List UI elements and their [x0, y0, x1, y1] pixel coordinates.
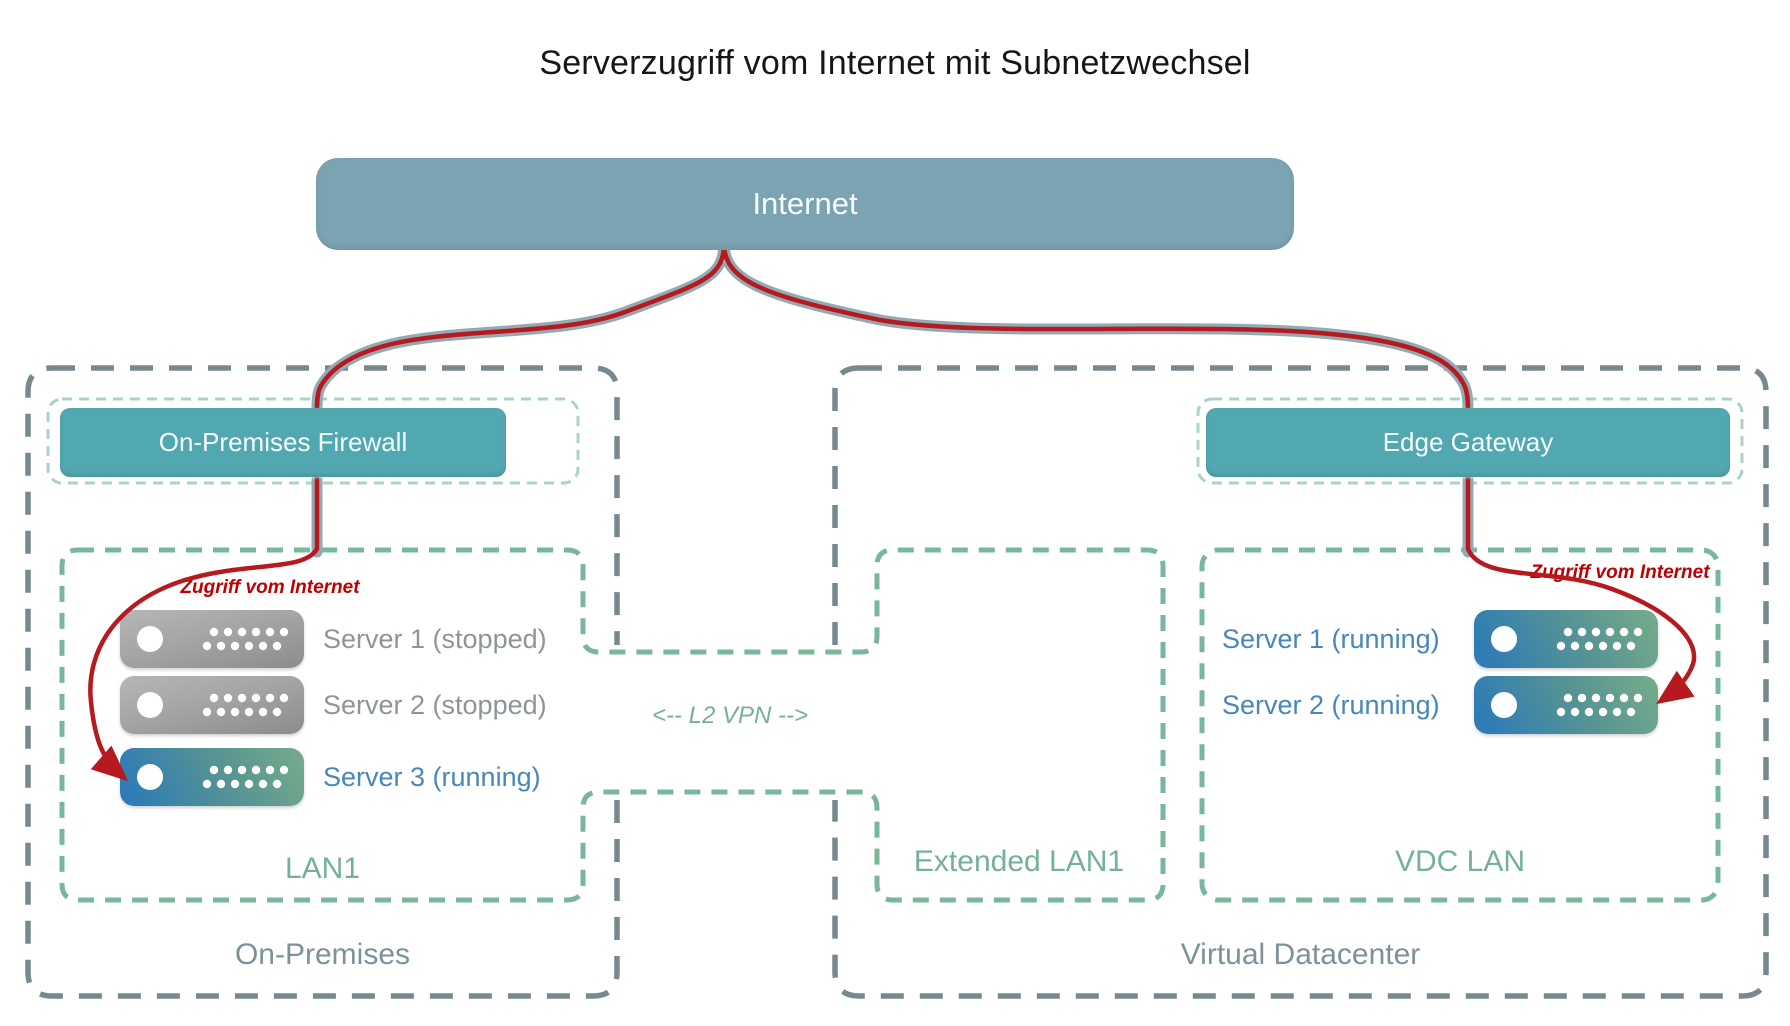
server-front-panel-icon: [137, 692, 289, 718]
lan1-label: LAN1: [284, 852, 361, 885]
server-front-panel-icon: [1491, 626, 1643, 652]
internet-node: Internet: [316, 158, 1294, 250]
internet-to-firewall-link-red: [314, 242, 727, 550]
edge-gateway-node: Edge Gateway: [1206, 408, 1730, 477]
gateway-label: Edge Gateway: [1382, 427, 1554, 457]
on-premises-firewall-node: On-Premises Firewall: [60, 408, 506, 477]
internet-label: Internet: [752, 186, 858, 221]
server-icon: [1474, 610, 1658, 668]
server-label: Server 3 (running): [323, 761, 541, 792]
internet-to-firewall-link-gray: [311, 237, 730, 558]
virtual-datacenter-label: Virtual Datacenter: [1180, 938, 1421, 971]
server-front-panel-icon: [137, 626, 289, 652]
internet-to-gateway-link-red: [721, 242, 1471, 550]
server-front-panel-icon: [1491, 692, 1643, 718]
access-annotation-right: Zugriff vom Internet: [1530, 562, 1710, 583]
extended-lan1-label: Extended LAN1: [913, 845, 1125, 878]
server-label: Server 2 (running): [1222, 689, 1440, 720]
firewall-label: On-Premises Firewall: [158, 427, 408, 457]
server-icon: [1474, 676, 1658, 734]
server-front-panel-icon: [137, 764, 289, 790]
server-label: Server 1 (stopped): [323, 623, 547, 654]
server-label: Server 1 (running): [1222, 623, 1440, 654]
server-icon: [120, 748, 304, 806]
diagram-title: Serverzugriff vom Internet mit Subnetzwe…: [539, 44, 1251, 82]
l2-vpn-label: <-- L2 VPN -->: [651, 702, 809, 729]
internet-to-gateway-link-gray: [718, 237, 1474, 558]
server-icon: [120, 610, 304, 668]
vdc-lan-label: VDC LAN: [1394, 845, 1526, 878]
server-label: Server 2 (stopped): [323, 689, 547, 720]
access-annotation-left: Zugriff vom Internet: [180, 577, 360, 598]
on-premises-label: On-Premises: [234, 938, 411, 971]
server-icon: [120, 676, 304, 734]
